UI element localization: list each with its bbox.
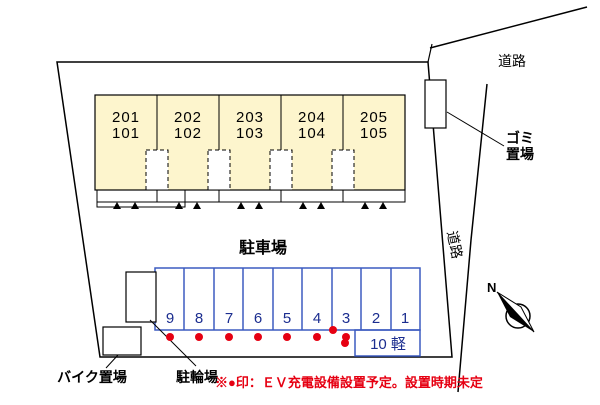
bike-storage-connector	[105, 354, 119, 369]
unit-number-upper: 202	[174, 109, 202, 126]
parking-space-number: 2	[372, 310, 380, 327]
bicycle-parking-connector	[149, 319, 197, 367]
garbage-label-line2: 置場	[506, 146, 534, 162]
road-label-top: 道路	[498, 53, 526, 69]
unit-number-lower: 105	[360, 125, 388, 142]
unit-number-lower: 101	[112, 125, 140, 142]
kei-space-box	[354, 329, 421, 357]
parking-space-number: 5	[283, 310, 291, 327]
unit-number-upper: 204	[298, 109, 326, 126]
ev-charge-dot	[341, 339, 349, 347]
ev-charge-dot	[225, 333, 233, 341]
bike-storage-label: バイク置場	[57, 369, 127, 385]
stair-dashed-box	[145, 149, 169, 191]
ev-charge-dot	[313, 333, 321, 341]
entrance-triangles	[113, 202, 387, 209]
bike-storage-box	[102, 326, 142, 356]
garbage-label-connector	[446, 111, 505, 147]
garbage-area-box	[424, 79, 447, 129]
unit-number-lower: 102	[174, 125, 202, 142]
kei-space-label: 10 軽	[370, 336, 406, 353]
ev-charge-dot	[254, 333, 262, 341]
garbage-label-line1: ゴミ	[506, 130, 534, 146]
ev-charge-dot	[283, 333, 291, 341]
unit-number-lower: 104	[298, 125, 326, 142]
parking-space-number: 3	[342, 310, 350, 327]
road-line-right	[457, 83, 488, 393]
stair-dashed-box	[207, 149, 231, 191]
road-corner-line	[427, 43, 433, 63]
bicycle-parking-box	[125, 271, 157, 323]
unit-number-upper: 203	[236, 109, 264, 126]
ev-charge-dot	[166, 333, 174, 341]
bicycle-parking-label: 駐輪場	[176, 369, 218, 385]
compass-north-icon: N	[487, 280, 535, 333]
unit-number-upper: 201	[112, 109, 140, 126]
unit-number-upper: 205	[360, 109, 388, 126]
stair-dashed-box	[269, 149, 293, 191]
ev-charge-dot	[329, 326, 337, 334]
parking-space-number: 4	[313, 310, 321, 327]
porch-step	[96, 189, 186, 208]
parking-area-label: 駐車場	[239, 238, 287, 257]
parking-space-number: 1	[401, 310, 409, 327]
parking-space-number: 9	[166, 310, 174, 327]
unit-number-lower: 103	[236, 125, 264, 142]
stair-dashed-box	[331, 149, 355, 191]
ev-charge-dots	[166, 326, 350, 347]
parking-space-number: 6	[254, 310, 262, 327]
road-label-right: 道路	[444, 229, 465, 260]
road-line-top	[429, 6, 588, 49]
ev-charge-dot	[342, 333, 350, 341]
ev-charge-dot	[195, 333, 203, 341]
parking-space-number: 8	[195, 310, 203, 327]
ev-note: ※●印：ＥＶ充電設備設置予定。設置時期未定	[215, 375, 483, 390]
parking-space-number: 7	[225, 310, 233, 327]
compass-label: N	[487, 280, 496, 295]
